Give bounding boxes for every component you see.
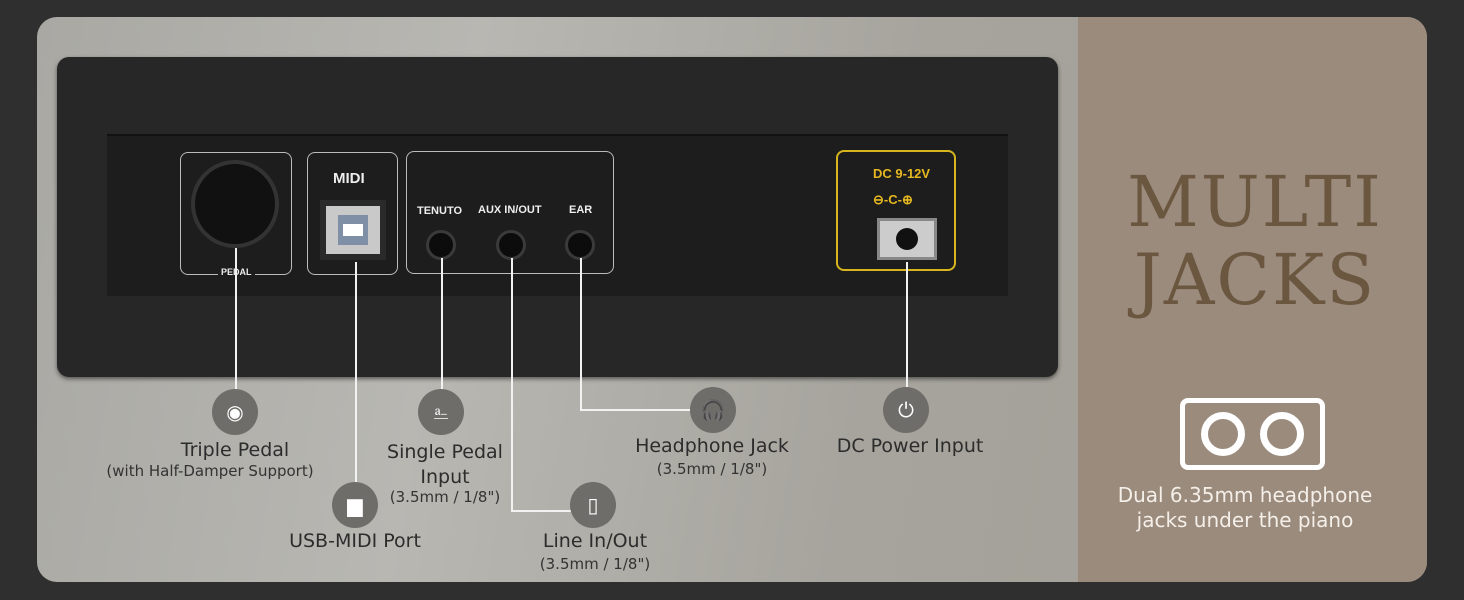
aux-jack [496, 230, 526, 260]
tenuto-label: TENUTO [417, 205, 463, 217]
connector-line [580, 258, 582, 410]
connector-line [580, 409, 692, 411]
caption-line-2: jacks under the piano [1136, 508, 1354, 532]
midi-port-box [307, 152, 398, 275]
side-panel [1078, 17, 1427, 582]
connector-line [511, 258, 513, 512]
line-io-title: Line In/Out [542, 530, 648, 552]
din-pedal-icon: ◉ [212, 389, 258, 435]
usb-b-socket-icon [320, 200, 386, 260]
speaker-icon: ▯ [570, 482, 616, 528]
title-line-2: JACKS [1133, 239, 1377, 321]
power-icon: ⏻ [883, 387, 929, 433]
single-pedal-title2: Input [420, 466, 470, 488]
audio-jacks-box [406, 151, 614, 274]
usb-icon: ▆ [332, 482, 378, 528]
connector-line [235, 248, 237, 398]
din-socket-icon [191, 160, 279, 248]
headphone-sub: (3.5mm / 1/8") [656, 460, 768, 478]
caption-line-1: Dual 6.35mm headphone [1117, 483, 1373, 507]
ear-label: EAR [569, 204, 593, 216]
dc-port-box [836, 150, 956, 271]
usb-midi-title: USB-MIDI Port [289, 530, 421, 552]
line-io-sub: (3.5mm / 1/8") [539, 555, 651, 573]
dc-power-title: DC Power Input [836, 435, 984, 457]
dc-socket-icon [877, 218, 937, 260]
headphone-icon: 🎧 [690, 387, 736, 433]
headphone-title: Headphone Jack [635, 435, 789, 457]
triple-pedal-title: Triple Pedal [180, 439, 290, 461]
tenuto-jack [426, 230, 456, 260]
midi-label: MIDI [333, 170, 365, 187]
connector-line [511, 510, 571, 512]
pedal-icon: ⎁ [418, 389, 464, 435]
connector-line [355, 262, 357, 490]
title-line-1: MULTI [1127, 161, 1383, 243]
connector-line [441, 258, 443, 392]
single-pedal-title: Single Pedal [387, 441, 503, 463]
aux-label: AUX IN/OUT [478, 204, 542, 216]
product-card [37, 17, 1427, 582]
dc-label: DC 9-12V [873, 166, 931, 181]
polarity-icon: ⊖-C-⊕ [873, 192, 913, 207]
connector-line [906, 262, 908, 390]
dual-jack-icon [1180, 398, 1325, 470]
ear-jack [565, 230, 595, 260]
single-pedal-sub: (3.5mm / 1/8") [389, 488, 501, 506]
triple-pedal-sub: (with Half-Damper Support) [106, 462, 314, 480]
